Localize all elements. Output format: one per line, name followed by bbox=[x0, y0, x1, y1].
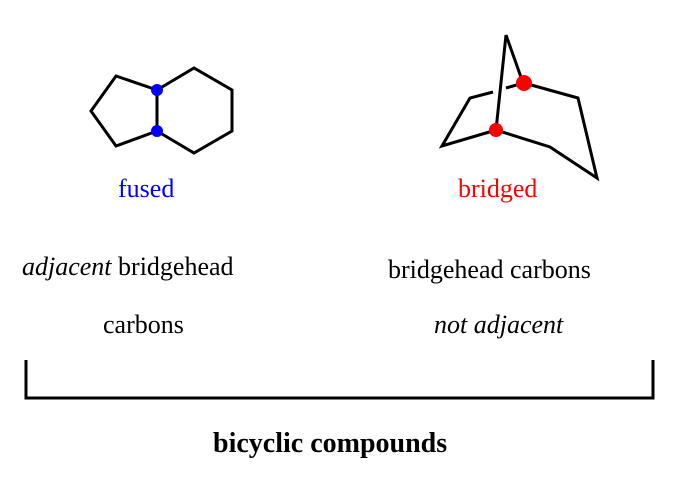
fused-description-line2: carbons bbox=[103, 310, 184, 339]
fused-structure bbox=[89, 66, 234, 155]
fused-description-line1: adjacent bridgehead bbox=[22, 252, 234, 282]
footer-label: bicyclic compounds bbox=[213, 428, 448, 459]
fused-bridgehead-dot bbox=[151, 84, 163, 96]
bridged-description-line1: bridgehead carbons bbox=[388, 255, 591, 284]
bridged-description-line2: not adjacent bbox=[434, 310, 564, 339]
fused-bridgehead-dot bbox=[151, 125, 163, 137]
bridgehead-text: bridgehead bbox=[111, 252, 234, 281]
adjacent-text: adjacent bbox=[22, 252, 112, 281]
bridged-label: bridged bbox=[458, 174, 538, 203]
bracket bbox=[24, 360, 655, 400]
bridged-structure bbox=[438, 34, 600, 182]
fused-label: fused bbox=[118, 174, 175, 203]
bridged-bridgehead-dot bbox=[516, 75, 532, 91]
bridged-bridgehead-dot bbox=[489, 123, 503, 137]
